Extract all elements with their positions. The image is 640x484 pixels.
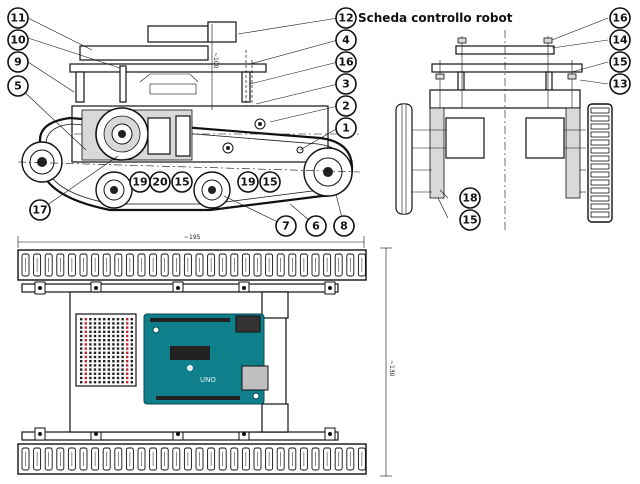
svg-text:15: 15: [462, 214, 477, 227]
side-wheel: [95, 171, 133, 209]
callout-marker: 15: [459, 209, 481, 231]
track-tread: [590, 171, 610, 178]
svg-text:16: 16: [338, 56, 354, 69]
track-tread: [590, 123, 610, 130]
front-right-track-treads: [590, 107, 610, 218]
side-upper-plate: [69, 63, 267, 73]
svg-text:2: 2: [342, 100, 350, 113]
svg-text:8: 8: [340, 220, 348, 233]
callout-marker: 9: [7, 51, 29, 73]
plan-track-bottom-treads: [21, 447, 366, 471]
plan-arduino-board: UNO: [143, 313, 269, 405]
svg-text:16: 16: [612, 12, 628, 25]
svg-text:15: 15: [262, 176, 277, 189]
track-tread: [590, 187, 610, 194]
svg-text:19: 19: [240, 176, 255, 189]
side-leaders: [17, 17, 345, 227]
callout-marker: 11: [7, 7, 29, 29]
callout-marker: 15: [259, 171, 281, 193]
callout-marker: 13: [609, 73, 631, 95]
front-view: [395, 17, 613, 230]
callout-marker: 16: [335, 51, 357, 73]
callout-group-front: 16 14 15 13 18 15: [459, 7, 631, 231]
dim-width-label: ~195: [184, 234, 201, 241]
svg-text:4: 4: [342, 34, 350, 47]
svg-text:14: 14: [612, 34, 628, 47]
callout-group-side: 11 12 10 4 9 16 3 5 2 1 19 20 15 19 15 1…: [7, 7, 357, 237]
svg-text:10: 10: [10, 34, 26, 47]
callout-marker: 4: [335, 29, 357, 51]
callout-marker: 15: [171, 171, 193, 193]
track-tread: [590, 155, 610, 162]
svg-text:13: 13: [612, 78, 627, 91]
svg-text:20: 20: [152, 176, 168, 189]
front-upper-plate: [431, 63, 583, 73]
svg-text:3: 3: [342, 78, 350, 91]
front-motor-right: [525, 117, 565, 159]
track-tread: [590, 115, 610, 122]
callout-marker: 2: [335, 95, 357, 117]
dim-depth-label: ~130: [388, 360, 395, 377]
callout-marker: 20: [149, 171, 171, 193]
svg-text:6: 6: [312, 220, 320, 233]
callout-marker: 19: [129, 171, 151, 193]
side-wheel: [193, 171, 231, 209]
track-tread: [590, 131, 610, 138]
side-standoffs: [75, 50, 253, 108]
side-wheel: [303, 147, 353, 197]
callout-marker: 7: [275, 215, 297, 237]
svg-text:1: 1: [342, 122, 350, 135]
svg-text:12: 12: [338, 12, 353, 25]
track-tread: [590, 211, 610, 218]
callout-marker: 3: [335, 73, 357, 95]
callout-marker: 19: [237, 171, 259, 193]
callout-marker: 1: [335, 117, 357, 139]
side-component-block: [207, 21, 237, 43]
front-bolts: [435, 36, 577, 108]
side-component-block: [147, 25, 209, 43]
track-tread: [590, 195, 610, 202]
plan-track-top-treads: [21, 253, 366, 277]
svg-text:18: 18: [462, 192, 477, 205]
callout-marker: 15: [609, 51, 631, 73]
callout-marker: 18: [459, 187, 481, 209]
callout-marker: 16: [609, 7, 631, 29]
svg-text:15: 15: [612, 56, 627, 69]
svg-text:17: 17: [32, 204, 47, 217]
track-tread: [590, 139, 610, 146]
callout-marker: 17: [29, 199, 51, 221]
svg-text:9: 9: [14, 56, 22, 69]
front-motor-left: [445, 117, 485, 159]
plan-protoboard: [75, 313, 137, 387]
plan-track-bottom: [17, 443, 367, 475]
plan-track-top: [17, 249, 367, 281]
svg-text:11: 11: [10, 12, 25, 25]
callout-marker: 12: [335, 7, 357, 29]
callout-marker: 6: [305, 215, 327, 237]
track-tread: [590, 179, 610, 186]
callout-marker: 10: [7, 29, 29, 51]
svg-text:7: 7: [282, 220, 290, 233]
callout-marker: 14: [609, 29, 631, 51]
side-top-board: [79, 45, 209, 61]
svg-text:15: 15: [174, 176, 189, 189]
svg-text:19: 19: [132, 176, 147, 189]
protoboard-holes: [80, 318, 133, 384]
track-tread: [590, 203, 610, 210]
arduino-silkscreen: UNO: [200, 376, 216, 384]
track-tread: [590, 107, 610, 114]
callout-marker: 8: [333, 215, 355, 237]
svg-text:5: 5: [14, 80, 22, 93]
plan-view: ~195 ~130 U: [17, 234, 395, 477]
track-tread: [590, 163, 610, 170]
track-tread: [590, 147, 610, 154]
side-view: ~100: [17, 17, 361, 227]
side-wheel: [21, 141, 63, 183]
callout-marker: 5: [7, 75, 29, 97]
drawing-title: Scheda controllo robot: [358, 11, 513, 25]
dim-height-label: ~100: [212, 52, 219, 69]
